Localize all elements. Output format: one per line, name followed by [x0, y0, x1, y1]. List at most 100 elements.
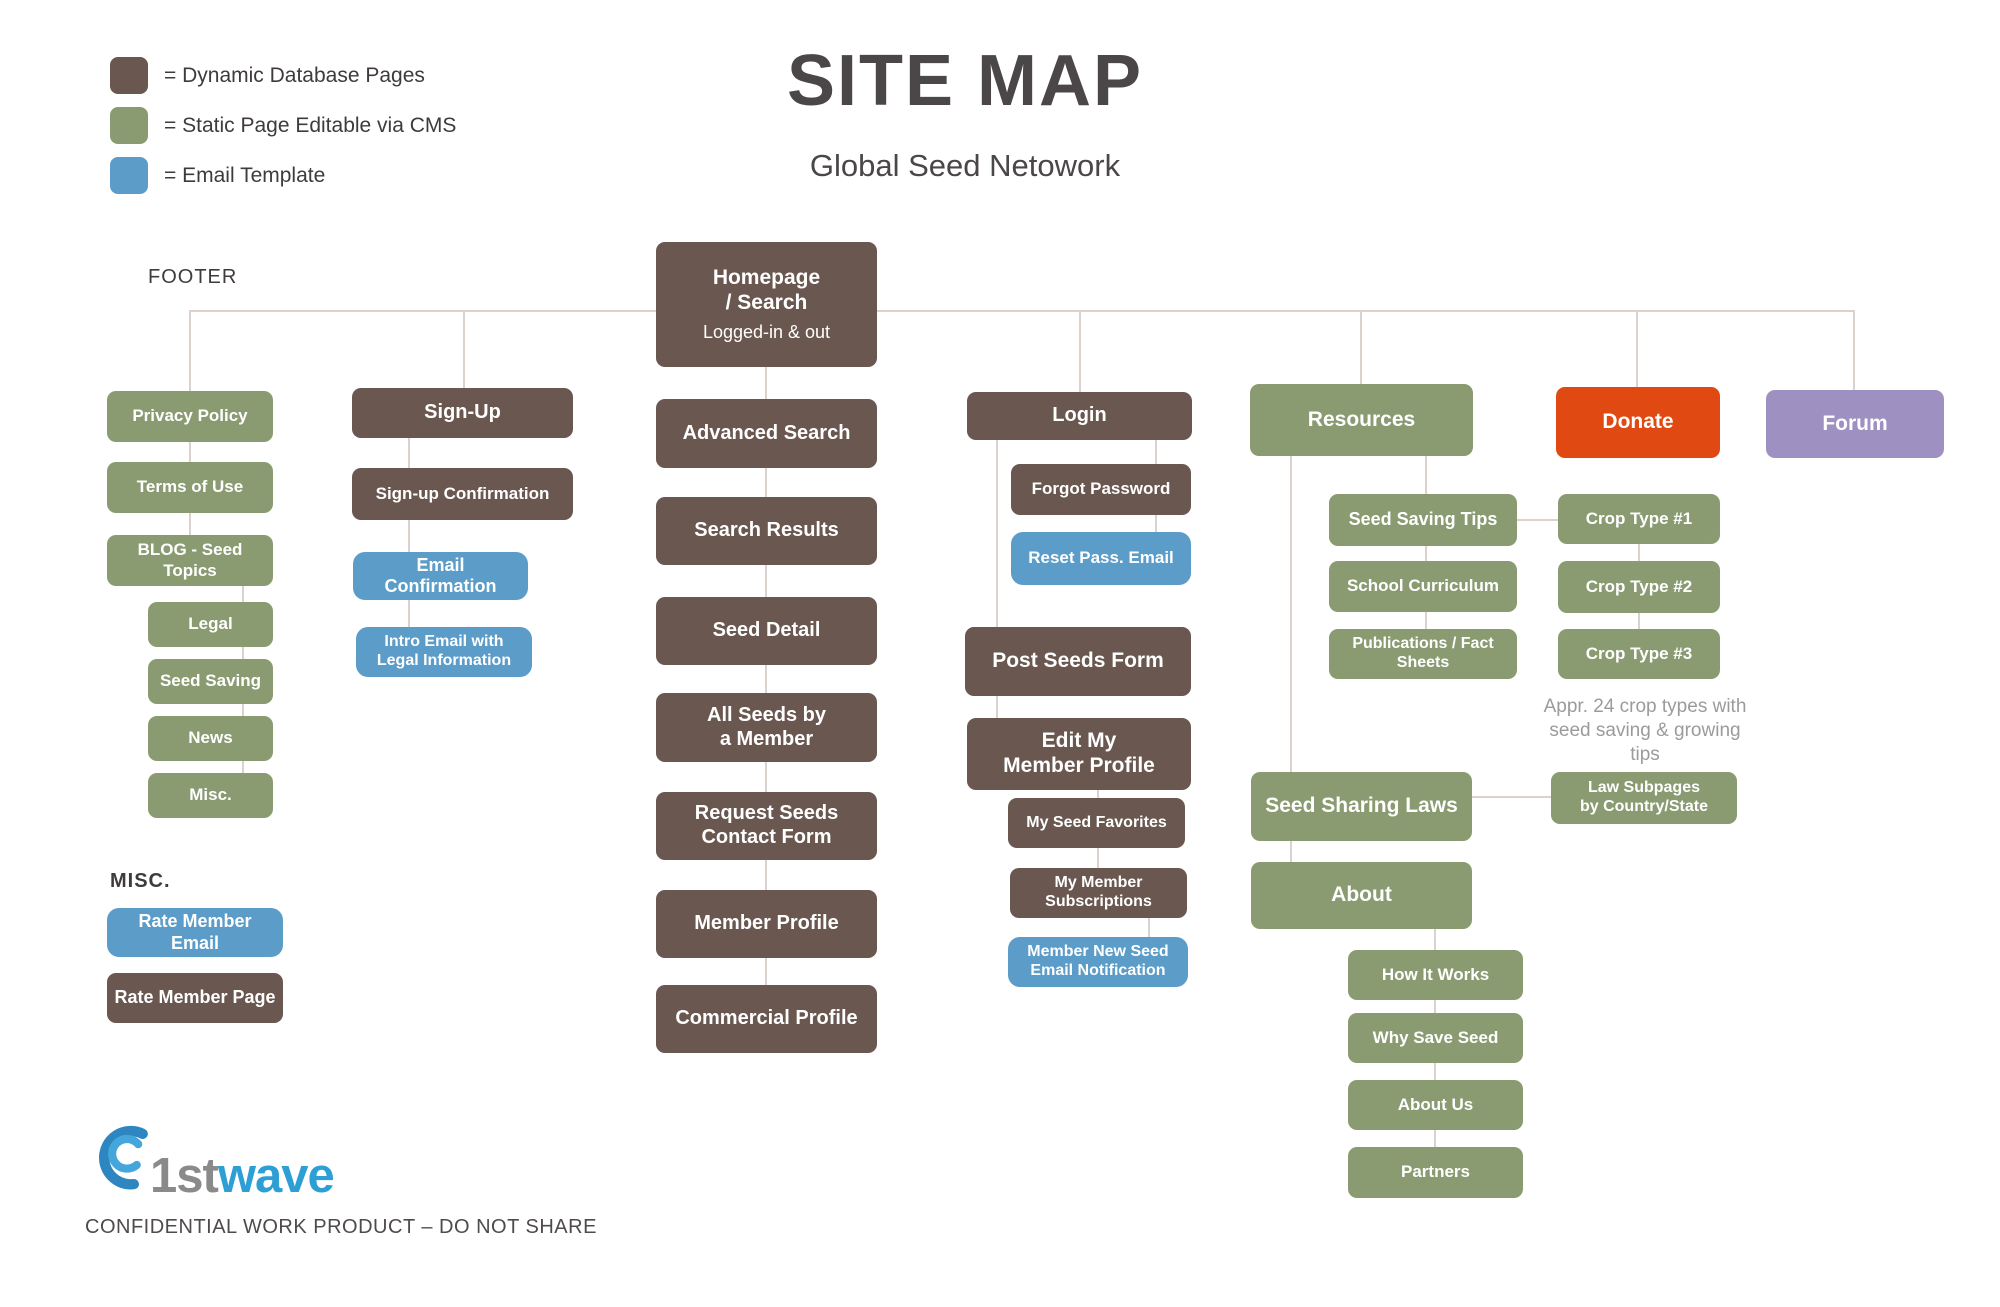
node-post-seeds-form: Post Seeds Form	[965, 627, 1191, 696]
connector-line	[1434, 1000, 1436, 1013]
node-member-profile: Member Profile	[656, 890, 877, 958]
node-request-seeds-form: Request Seeds Contact Form	[656, 792, 877, 860]
connector-line	[765, 565, 767, 597]
connector-line	[1638, 613, 1640, 629]
connector-line	[765, 468, 767, 497]
connector-line	[1290, 841, 1292, 862]
legend-item-email: = Email Template	[110, 157, 325, 194]
connector-line	[242, 761, 244, 773]
node-crop-type-1: Crop Type #1	[1558, 494, 1720, 544]
node-rate-member-page: Rate Member Page	[107, 973, 283, 1023]
node-resources: Resources	[1250, 384, 1473, 456]
node-edit-my-member-profile: Edit My Member Profile	[967, 718, 1191, 790]
node-my-seed-favorites: My Seed Favorites	[1008, 798, 1185, 848]
node-how-it-works: How It Works	[1348, 950, 1523, 1000]
connector-line	[765, 665, 767, 693]
connector-line	[1472, 796, 1551, 798]
node-member-new-seed-email: Member New Seed Email Notification	[1008, 937, 1188, 987]
connector-line	[1097, 848, 1099, 868]
logo-text-wave: wave	[217, 1149, 335, 1203]
connector-line	[1517, 519, 1558, 521]
connector-line	[1636, 310, 1638, 387]
node-homepage-search: Homepage / Search Logged-in & out	[656, 242, 877, 367]
connector-line	[1290, 456, 1292, 772]
page-title: SITE MAP	[786, 41, 1144, 121]
connector-line	[996, 696, 998, 718]
node-commercial-profile: Commercial Profile	[656, 985, 877, 1053]
node-about: About	[1251, 862, 1472, 929]
connector-line	[1638, 544, 1640, 561]
connector-line	[189, 513, 191, 535]
connector-line	[242, 586, 244, 602]
node-forgot-password: Forgot Password	[1011, 464, 1191, 515]
legend-label: = Dynamic Database Pages	[164, 63, 425, 87]
connector-line	[1434, 1063, 1436, 1080]
node-legal: Legal	[148, 602, 273, 647]
node-rate-member-email: Rate Member Email	[107, 908, 283, 957]
connector-line	[1097, 790, 1099, 798]
node-school-curriculum: School Curriculum	[1329, 561, 1517, 612]
node-all-seeds-by-member: All Seeds by a Member	[656, 693, 877, 762]
node-my-member-subscriptions: My Member Subscriptions	[1010, 868, 1187, 918]
page-subtitle: Global Seed Netowork	[809, 148, 1121, 183]
misc-section-label: MISC.	[110, 870, 171, 892]
connector-line	[765, 762, 767, 792]
node-publications-fact-sheets: Publications / Fact Sheets	[1329, 629, 1517, 679]
connector-line	[1425, 456, 1427, 494]
legend-label: = Email Template	[164, 163, 326, 187]
legend-swatch-static	[110, 107, 148, 144]
footer-section-label: FOOTER	[148, 266, 238, 288]
node-crop-type-2: Crop Type #2	[1558, 561, 1720, 613]
connector-line	[1434, 1130, 1436, 1147]
node-signup-confirmation: Sign-up Confirmation	[352, 468, 573, 520]
connector-line	[189, 310, 1855, 312]
connector-line	[189, 442, 191, 462]
node-seed-detail: Seed Detail	[656, 597, 877, 665]
connector-line	[408, 438, 410, 468]
legend-item-static: = Static Page Editable via CMS	[110, 107, 456, 144]
node-search-results: Search Results	[656, 497, 877, 565]
connector-line	[189, 310, 191, 391]
node-seed-sharing-laws: Seed Sharing Laws	[1251, 772, 1472, 841]
1stwave-logo: 1stwave	[82, 1122, 335, 1203]
connector-line	[408, 600, 410, 627]
node-donate: Donate	[1556, 387, 1720, 458]
node-partners: Partners	[1348, 1147, 1523, 1198]
connector-line	[242, 704, 244, 716]
node-why-save-seed: Why Save Seed	[1348, 1013, 1523, 1063]
connector-line	[463, 310, 465, 388]
connector-line	[1155, 515, 1157, 532]
node-seed-saving-tips: Seed Saving Tips	[1329, 494, 1517, 546]
connector-line	[1079, 310, 1081, 392]
connector-line	[242, 647, 244, 659]
connector-line	[996, 440, 998, 627]
legend-item-dynamic: = Dynamic Database Pages	[110, 57, 425, 94]
legend-label: = Static Page Editable via CMS	[164, 113, 457, 137]
connector-line	[1425, 546, 1427, 561]
node-reset-pass-email: Reset Pass. Email	[1011, 532, 1191, 585]
node-homepage-subtext: Logged-in & out	[702, 321, 831, 342]
node-advanced-search: Advanced Search	[656, 399, 877, 468]
node-homepage-title: Homepage / Search	[712, 266, 821, 314]
node-seed-saving: Seed Saving	[148, 659, 273, 704]
node-misc: Misc.	[148, 773, 273, 818]
connector-line	[765, 860, 767, 890]
node-login: Login	[967, 392, 1192, 440]
crop-types-note: Appr. 24 crop types with seed saving & g…	[1543, 696, 1747, 765]
connector-line	[408, 520, 410, 552]
node-privacy-policy: Privacy Policy	[107, 391, 273, 442]
connector-line	[1148, 918, 1150, 937]
connector-line	[765, 367, 767, 399]
node-terms-of-use: Terms of Use	[107, 462, 273, 513]
wave-logo-icon	[82, 1122, 156, 1201]
node-forum: Forum	[1766, 390, 1944, 458]
connector-line	[1434, 929, 1436, 950]
logo-text-1st: 1st	[150, 1149, 219, 1203]
node-crop-type-3: Crop Type #3	[1558, 629, 1720, 679]
node-sign-up: Sign-Up	[352, 388, 573, 438]
confidential-note: CONFIDENTIAL WORK PRODUCT – DO NOT SHARE	[85, 1216, 597, 1238]
connector-line	[765, 958, 767, 985]
node-law-subpages: Law Subpages by Country/State	[1551, 772, 1737, 824]
connector-line	[1360, 310, 1362, 384]
